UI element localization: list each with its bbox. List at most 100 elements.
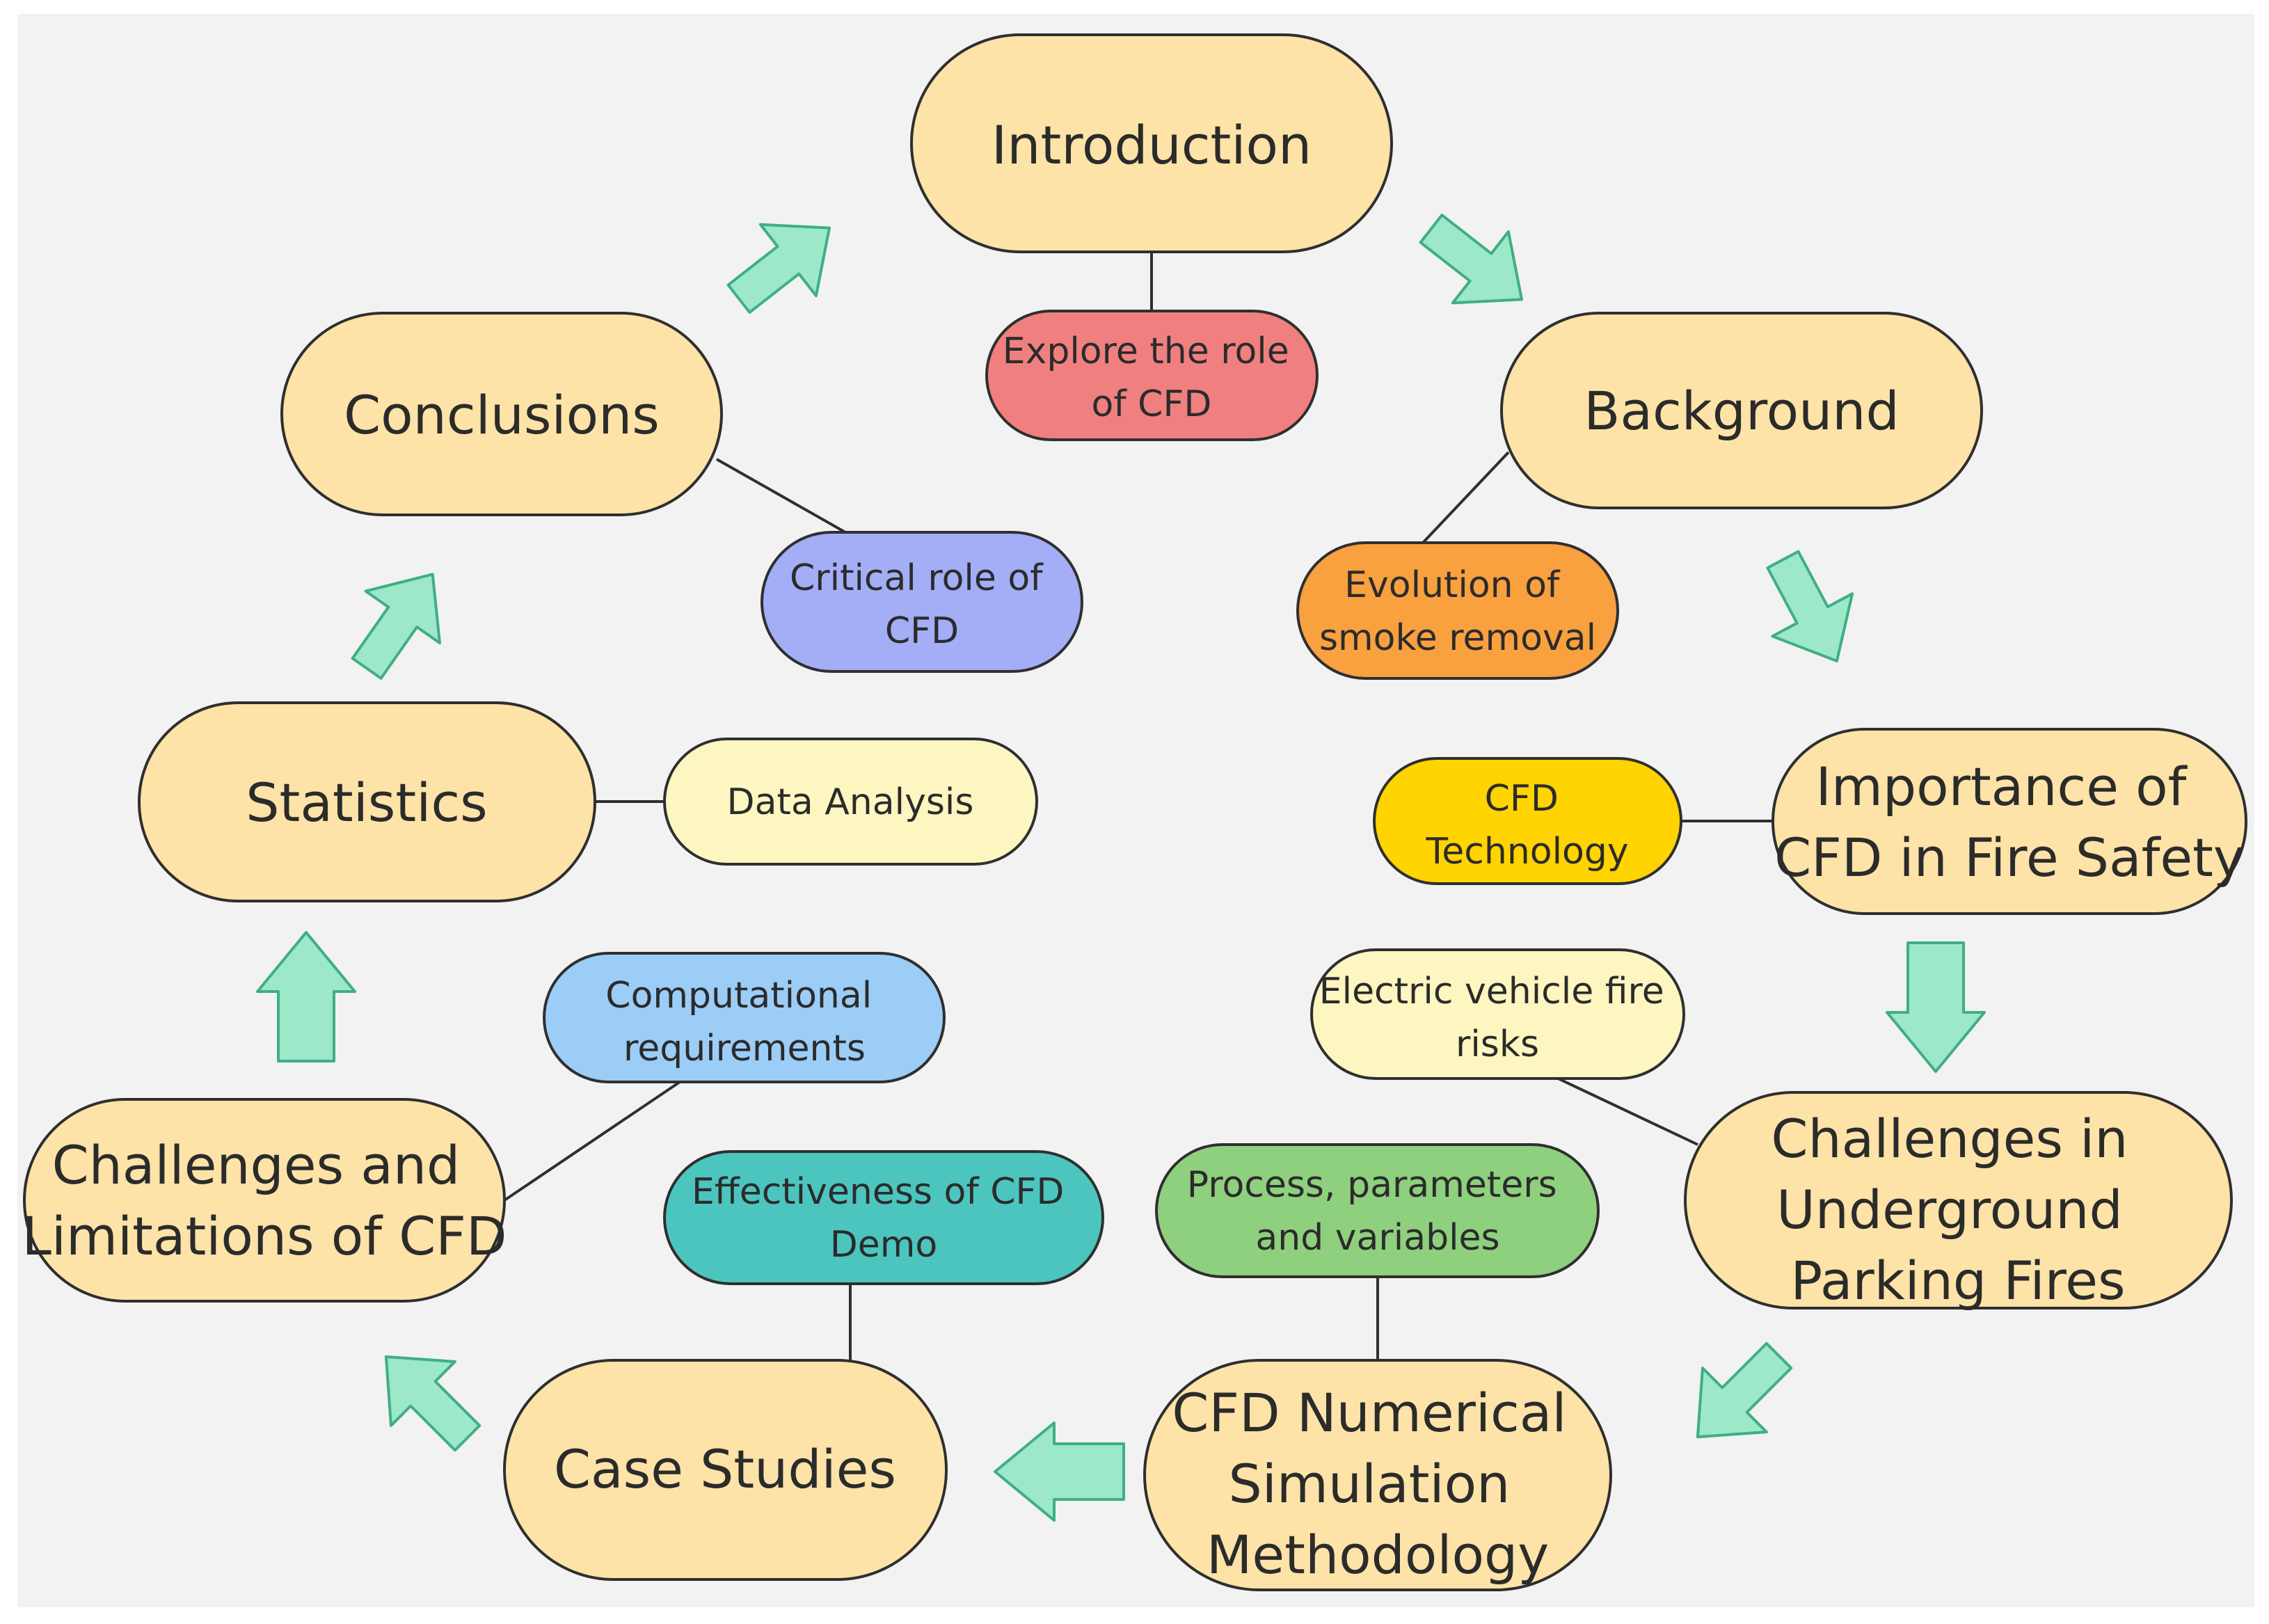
sub-node-effectiveness-demo: Effectiveness of CFD Demo — [663, 1150, 1104, 1285]
explore-role-line-2: of CFD — [1092, 383, 1212, 425]
conclusions-shape — [280, 312, 723, 516]
node-importance: Importance of CFD in Fire Safety — [1772, 728, 2247, 915]
effectiveness-demo-shape — [663, 1150, 1104, 1285]
challenges-parking-line-3: Parking Fires — [1790, 1250, 2125, 1312]
critical-role-label: Critical role of CFD — [790, 557, 1054, 652]
cfd-methodology-line-1: CFD Numerical — [1172, 1382, 1566, 1444]
sub-node-cfd-technology: CFD Technology — [1373, 757, 1682, 885]
case-studies-line-1: Case Studies — [554, 1438, 896, 1500]
cfd-methodology-label: CFD Numerical Simulation Methodology — [1172, 1382, 1583, 1586]
cfd-technology-label: CFD Technology — [1425, 778, 1628, 873]
introduction-shape — [910, 33, 1393, 253]
sub-node-data-analysis: Data Analysis — [663, 738, 1038, 866]
computational-req-label: Computational requirements — [605, 975, 883, 1069]
challenges-parking-line-1: Challenges in — [1771, 1108, 2128, 1170]
connector-lines — [503, 252, 1773, 1360]
ev-fire-risks-shape — [1310, 948, 1685, 1080]
node-challenges-limitations: Challenges and Limitations of CFD — [22, 1098, 507, 1303]
statistics-shape — [138, 701, 596, 902]
challenges-limitations-line-2: Limitations of CFD — [22, 1205, 507, 1267]
evolution-smoke-shape — [1296, 541, 1619, 680]
computational-req-line-2: requirements — [623, 1028, 866, 1069]
cfd-methodology-line-2: Simulation — [1229, 1453, 1511, 1515]
sub-node-computational-req: Computational requirements — [543, 952, 946, 1083]
arrow-icon — [1696, 1342, 1793, 1439]
computational-req-line-1: Computational — [605, 975, 872, 1017]
statistics-line-1: Statistics — [246, 772, 487, 834]
evolution-smoke-line-2: smoke removal — [1319, 617, 1596, 659]
sub-node-process-parameters: Process, parameters and variables — [1155, 1143, 1600, 1278]
importance-shape — [1772, 728, 2247, 915]
importance-label: Importance of CFD in Fire Safety — [1774, 756, 2245, 889]
connector-limitations-computational — [503, 1079, 683, 1202]
cfd-methodology-shape — [1143, 1359, 1612, 1591]
arrow-icon — [994, 1422, 1125, 1522]
background-line-1: Background — [1584, 380, 1899, 442]
effectiveness-demo-line-1: Effectiveness of CFD — [692, 1171, 1064, 1213]
cfd-methodology-line-3: Methodology — [1207, 1524, 1549, 1586]
sub-node-ev-fire-risks: Electric vehicle fire risks — [1310, 948, 1685, 1080]
introduction-label: Introduction — [992, 114, 1312, 176]
case-studies-label: Case Studies — [554, 1438, 896, 1500]
data-analysis-label: Data Analysis — [727, 781, 974, 823]
ev-fire-risks-label: Electric vehicle fire risks — [1319, 971, 1675, 1065]
statistics-label: Statistics — [246, 772, 487, 834]
challenges-parking-shape — [1684, 1091, 2233, 1309]
topic-nodes: Explore the role of CFD Evolution of smo… — [543, 310, 1685, 1285]
cfd-technology-shape — [1373, 757, 1682, 885]
challenges-parking-line-2: Underground — [1776, 1179, 2123, 1241]
challenges-limitations-line-1: Challenges and — [52, 1134, 461, 1196]
critical-role-line-2: CFD — [885, 610, 959, 652]
arrow-icon — [726, 223, 831, 314]
background-label: Background — [1584, 380, 1899, 442]
node-background: Background — [1500, 312, 1983, 509]
node-conclusions: Conclusions — [280, 312, 723, 516]
importance-line-2: CFD in Fire Safety — [1774, 827, 2245, 889]
introduction-line-1: Introduction — [992, 114, 1312, 176]
ev-fire-risks-line-2: risks — [1456, 1024, 1539, 1065]
arrow-icon — [1766, 550, 1854, 663]
explore-role-line-1: Explore the role — [1003, 331, 1289, 372]
connector-background-evolution — [1422, 451, 1510, 544]
critical-role-line-1: Critical role of — [790, 557, 1044, 599]
explore-role-shape — [985, 310, 1319, 441]
evolution-smoke-label: Evolution of smoke removal — [1319, 564, 1596, 659]
critical-role-shape — [761, 531, 1083, 673]
connector-parking-evrisks — [1554, 1076, 1698, 1146]
sub-node-evolution-smoke: Evolution of smoke removal — [1296, 541, 1619, 680]
node-challenges-parking: Challenges in Underground Parking Fires — [1684, 1091, 2233, 1312]
conclusions-line-1: Conclusions — [344, 384, 660, 446]
connector-conclusions-critical — [716, 458, 846, 534]
importance-line-1: Importance of — [1815, 756, 2188, 818]
section-nodes: Introduction Background Importance of CF… — [22, 33, 2247, 1591]
ev-fire-risks-line-1: Electric vehicle fire — [1319, 971, 1664, 1012]
arrow-icon — [384, 1355, 481, 1452]
challenges-parking-label: Challenges in Underground Parking Fires — [1771, 1108, 2144, 1312]
arrow-icon — [1886, 941, 1986, 1073]
challenges-limitations-label: Challenges and Limitations of CFD — [22, 1134, 507, 1267]
arrow-icon — [1419, 214, 1523, 305]
cfd-technology-line-2: Technology — [1425, 831, 1628, 873]
process-parameters-line-1: Process, parameters — [1187, 1164, 1557, 1206]
challenges-limitations-shape — [23, 1098, 506, 1303]
node-statistics: Statistics — [138, 701, 596, 902]
data-analysis-line-1: Data Analysis — [727, 781, 974, 823]
conclusions-label: Conclusions — [344, 384, 660, 446]
data-analysis-shape — [663, 738, 1038, 866]
case-studies-shape — [503, 1359, 948, 1581]
process-parameters-shape — [1155, 1143, 1600, 1278]
node-case-studies: Case Studies — [503, 1359, 948, 1581]
evolution-smoke-line-1: Evolution of — [1344, 564, 1561, 606]
arrow-icon — [351, 573, 441, 680]
background-shape — [1500, 312, 1983, 509]
node-introduction: Introduction — [910, 33, 1393, 253]
computational-req-shape — [543, 952, 946, 1083]
process-parameters-label: Process, parameters and variables — [1187, 1164, 1568, 1259]
effectiveness-demo-label: Effectiveness of CFD Demo — [692, 1171, 1076, 1266]
node-cfd-methodology: CFD Numerical Simulation Methodology — [1143, 1359, 1612, 1591]
effectiveness-demo-line-2: Demo — [830, 1224, 938, 1266]
process-parameters-line-2: and variables — [1255, 1217, 1499, 1259]
flow-arrows — [256, 214, 1986, 1522]
arrow-icon — [256, 931, 356, 1062]
